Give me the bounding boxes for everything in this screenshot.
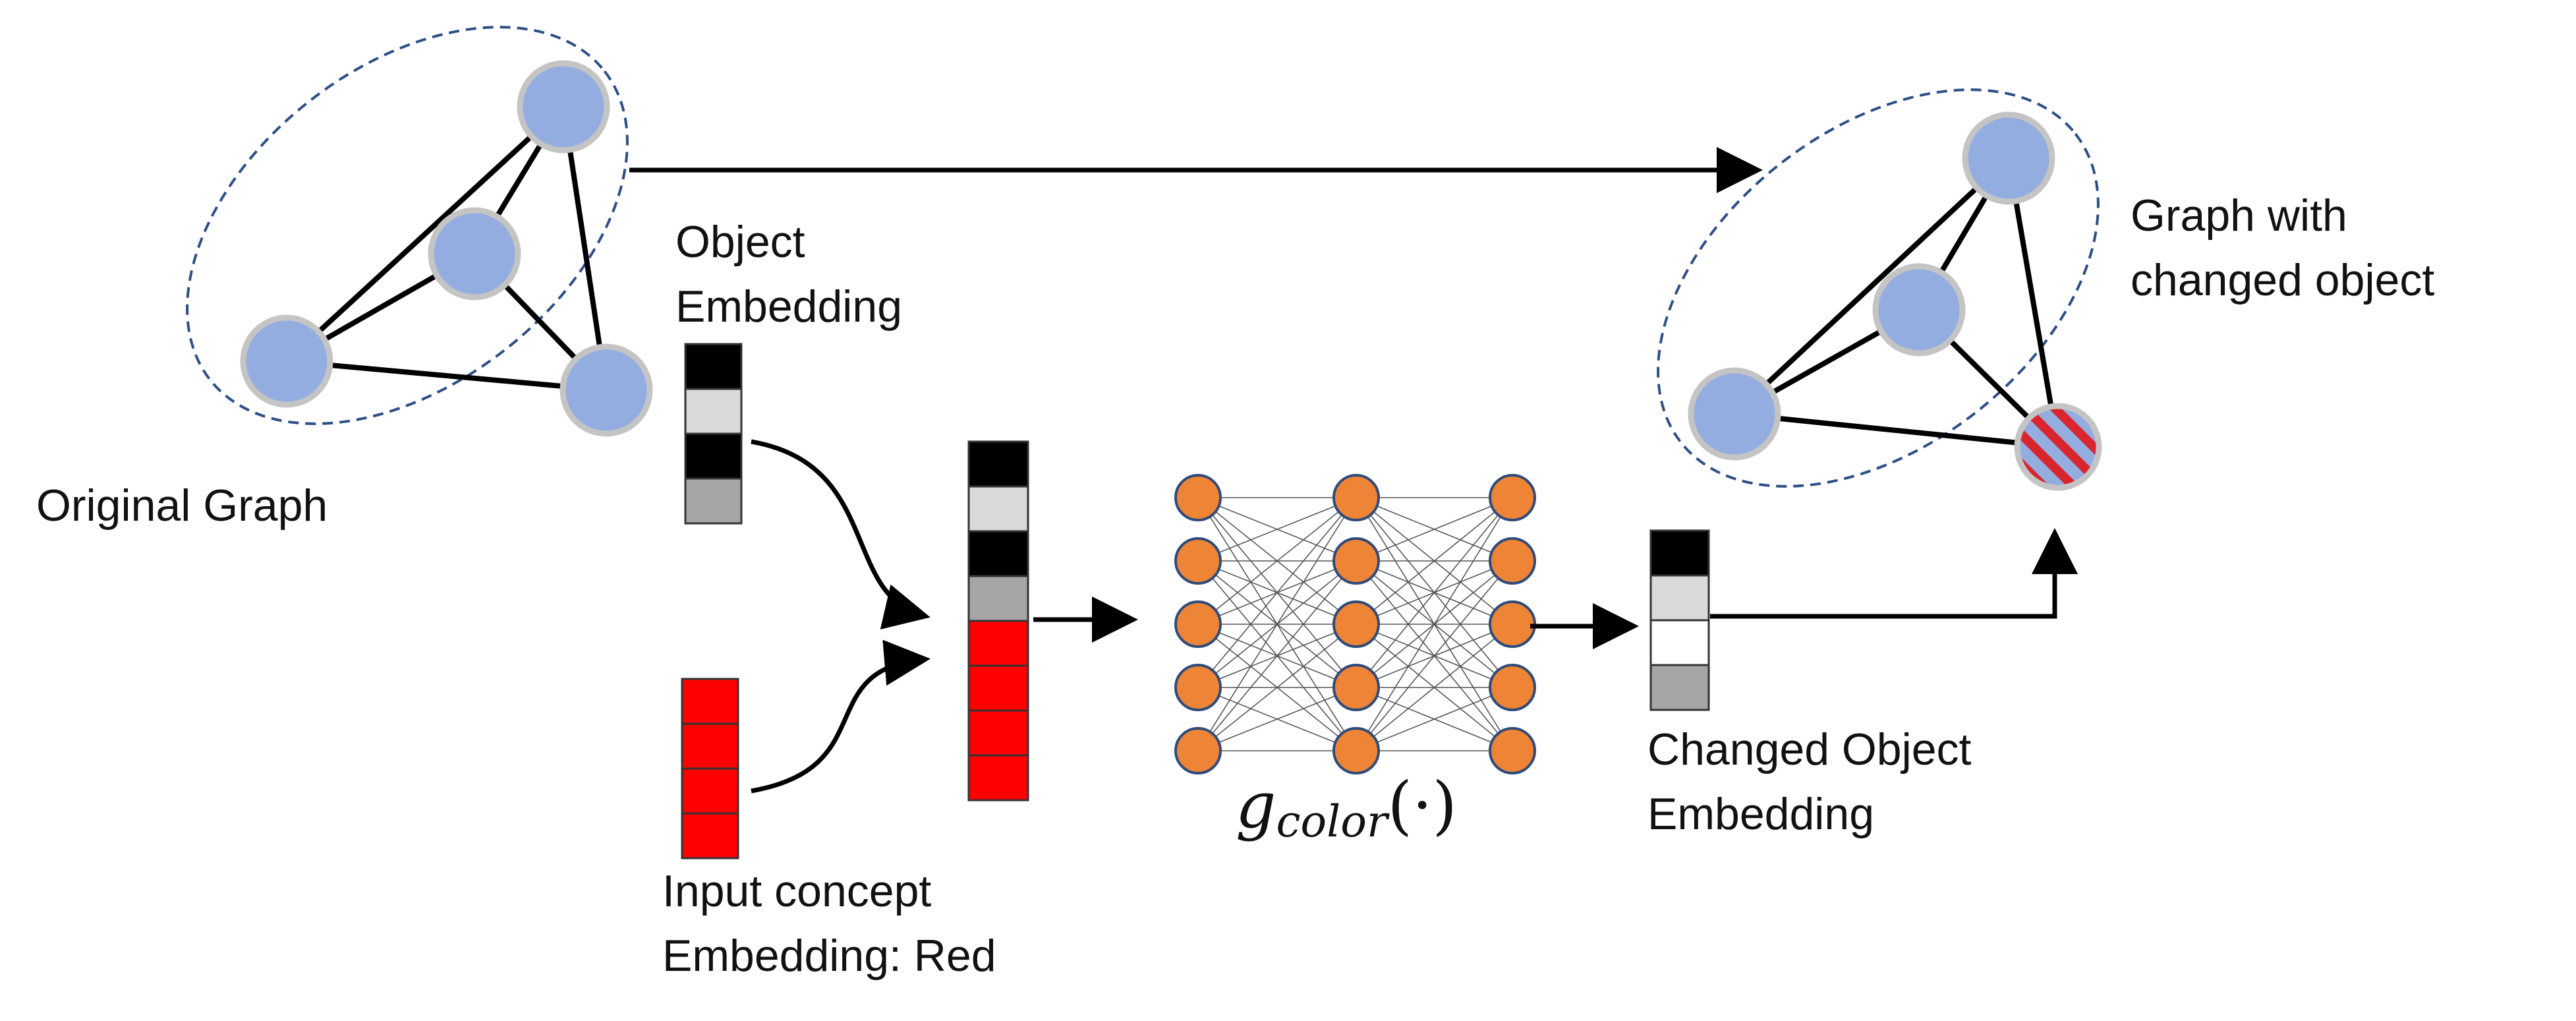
network-connection [1356,497,1513,751]
network-connection [1356,687,1513,751]
embedding-cell [967,620,1029,667]
network-connection [1197,497,1357,751]
graph-edge [1734,411,2059,450]
network-neuron [1489,537,1536,585]
embedding-to-graph-arrow [1710,528,2078,619]
graph-node [1872,263,1966,357]
graph-node [240,314,333,408]
graph-edge [286,359,607,393]
network-neuron [1332,537,1380,585]
network-neuron [1174,537,1222,585]
network-connection [1197,497,1357,625]
function-symbol: g [1236,769,1276,842]
object-embedding-vector [684,343,743,525]
network-neuron [1174,664,1222,711]
embedding-cell [681,767,739,815]
network-connection [1356,497,1513,625]
graph-edge [2006,158,2061,448]
object-to-concat-arrow [751,439,930,629]
network-connection [1356,624,1513,751]
embedding-cell [967,530,1029,577]
object-embedding-label-line2: Embedding [675,281,902,332]
network-connections [1197,497,1513,751]
embedding-cell [967,709,1029,757]
embedding-cell [1649,664,1710,711]
network-neuron [1332,474,1380,521]
graph-node [1962,111,2055,205]
embedding-cell [967,440,1029,488]
network-connection [1197,624,1357,751]
network-connection [1356,497,1513,688]
embedding-cell [684,388,743,435]
network-neuron [1174,600,1222,648]
input-concept-label-line1: Input concept [662,866,931,916]
network-connection [1197,560,1357,751]
network-connection [1197,497,1357,562]
graph-node [428,207,521,301]
object-embedding-label-line1: Object [675,217,805,267]
changed-graph-boundary [1657,88,2100,488]
network-neuron [1332,727,1380,774]
graph-node [559,343,653,437]
network-connection [1356,560,1513,751]
input-to-concat-arrow [751,639,930,794]
network-neuron [1332,600,1380,648]
input-concept-label-line2: Embedding: Red [662,931,996,981]
graph-changed-label-line2: changed object [2131,255,2434,305]
embedding-cell [681,722,739,770]
network-neuron [1489,474,1536,521]
graph-edge [285,105,565,363]
embedding-cell [1649,529,1710,577]
color-network [1174,474,1536,774]
embedding-cell [967,664,1029,712]
graph-node [517,60,610,154]
graph-node [1688,367,1781,461]
function-subscript: color [1276,796,1390,847]
network-neuron [1174,727,1222,774]
graph-changed-label-line1: Graph with [2131,190,2347,241]
network-neuron [1332,664,1380,711]
embedding-cell [681,678,739,725]
embedding-cell [681,812,739,860]
embedding-cell [967,575,1029,622]
network-function-label: gcolor(·) [1236,769,1457,847]
original-graph-boundary [186,26,629,425]
original-graph-label: Original Graph [36,481,328,531]
network-connection [1197,497,1357,688]
network-neuron [1489,664,1536,711]
original-graph [186,26,653,437]
concatenated-embedding-vector [967,440,1029,802]
changed-graph [1657,88,2102,491]
network-connection [1197,687,1357,751]
graph-edge [561,106,609,391]
graph-edge [1732,156,2011,416]
embedding-cell [684,432,743,480]
network-connection [1356,497,1513,562]
embedding-cell [1649,574,1710,622]
network-neurons [1174,474,1536,774]
network-neuron [1174,474,1222,521]
network-neuron [1489,600,1536,648]
embedding-cell [684,343,743,390]
function-argument: (·) [1388,769,1457,842]
embedding-cell [1649,619,1710,666]
embedding-cell [967,754,1029,802]
changed-object-embedding-vector [1649,529,1710,711]
changed-embedding-label-line1: Changed Object [1647,724,1972,774]
changed-embedding-label-line2: Embedding [1647,789,1874,839]
input-concept-vector [681,678,739,860]
changed-graph-node [2014,403,2102,491]
embedding-cell [684,477,743,525]
embedding-cell [967,485,1029,533]
network-neuron [1489,727,1536,774]
